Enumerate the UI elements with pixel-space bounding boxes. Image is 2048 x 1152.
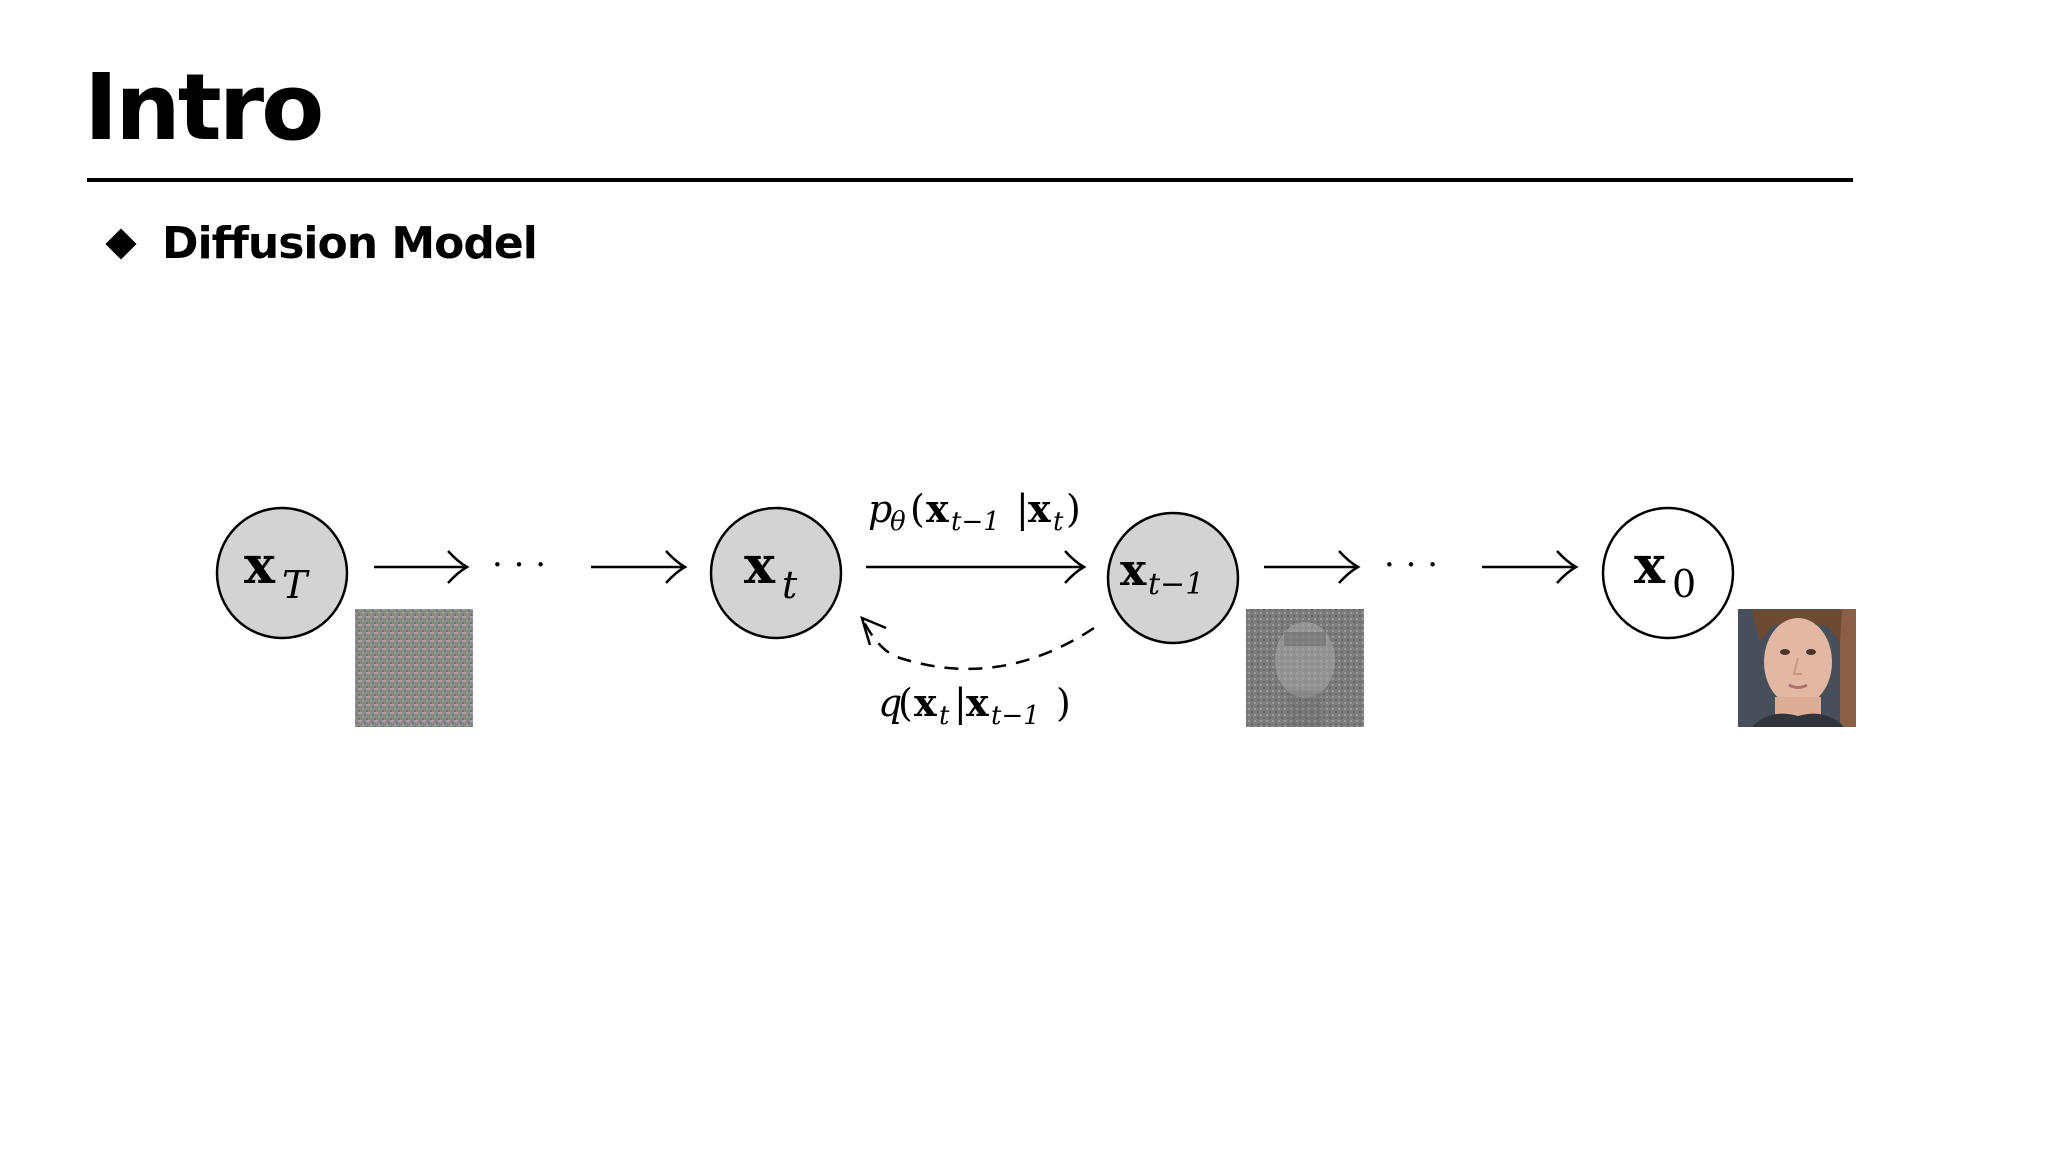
label-s1: t — [939, 701, 950, 731]
pure-noise-image — [355, 609, 473, 727]
arrow-4 — [1482, 550, 1579, 584]
bullet-item: Diffusion Model — [105, 218, 538, 269]
label-s2: t — [1053, 507, 1064, 537]
arrow-2 — [591, 550, 688, 584]
label-s1: t−1 — [951, 507, 1000, 537]
label-x2: x — [966, 680, 989, 725]
node-xT: x T — [215, 506, 349, 640]
label-close: ) — [1066, 487, 1081, 531]
node-circle — [1106, 511, 1240, 645]
reverse-process-label: p θ ( x t−1 | x t ) — [868, 486, 1081, 537]
node-main: x — [1120, 545, 1147, 596]
node-x0: x 0 — [1601, 506, 1735, 640]
clean-face-image — [1738, 609, 1856, 727]
slide-title: Intro — [84, 54, 324, 161]
forward-process-label: q ( x t | x t−1 ) — [878, 680, 1071, 731]
node-main: x — [744, 535, 776, 596]
label-bar: | — [954, 681, 967, 725]
arrow-3 — [1264, 550, 1361, 584]
node-xt: x t — [709, 506, 843, 640]
arrow-1 — [374, 550, 470, 584]
label-theta: θ — [890, 507, 906, 537]
node-xt-1: x t−1 — [1106, 511, 1240, 645]
label-x1: x — [914, 680, 937, 725]
bullet-text: Diffusion Model — [162, 218, 538, 269]
label-s2: t−1 — [991, 701, 1040, 731]
label-bar: | — [1016, 487, 1029, 531]
label-x2: x — [1028, 486, 1051, 531]
ellipsis-right: · · · — [1384, 545, 1438, 585]
node-sub: t−1 — [1148, 567, 1204, 602]
label-open: ( — [898, 681, 913, 725]
noisy-face-image — [1246, 609, 1364, 727]
node-sub: 0 — [1672, 562, 1696, 606]
node-circle — [1601, 506, 1735, 640]
node-sub: t — [782, 563, 798, 607]
label-x1: x — [926, 486, 949, 531]
reverse-arrow — [866, 550, 1087, 584]
label-close: ) — [1056, 681, 1071, 725]
title-underline — [87, 178, 1853, 182]
node-main: x — [244, 535, 276, 596]
node-circle — [215, 506, 349, 640]
label-p: p — [868, 487, 892, 531]
forward-dashed-arrow — [860, 615, 1095, 671]
ellipsis-left: · · · — [492, 545, 546, 585]
node-sub: T — [282, 563, 310, 607]
node-main: x — [1634, 535, 1666, 596]
label-q: q — [878, 681, 902, 725]
node-circle — [709, 506, 843, 640]
label-open: ( — [910, 487, 925, 531]
